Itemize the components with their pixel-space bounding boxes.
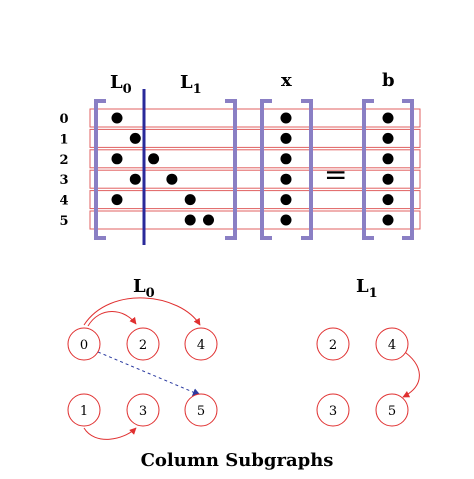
svg-text:5: 5 bbox=[197, 404, 205, 419]
row-label: 3 bbox=[59, 173, 68, 188]
svg-text:0: 0 bbox=[80, 338, 88, 353]
graph-title-l1: L1 bbox=[356, 276, 378, 301]
graph-caption: Column Subgraphs bbox=[141, 450, 334, 471]
matrix-nonzero-dot bbox=[129, 132, 141, 144]
graph-nodes: 0 2 4 1 3 5 2 4 3 5 bbox=[67, 327, 409, 427]
x-entry-dot bbox=[280, 153, 292, 165]
vector-x-entries bbox=[280, 112, 292, 226]
row-band bbox=[89, 169, 421, 189]
l0-node-4: 4 bbox=[184, 327, 218, 361]
matrix-nonzero-dot bbox=[203, 214, 214, 226]
edge-0-5-dashed bbox=[97, 351, 201, 396]
svg-text:4: 4 bbox=[197, 338, 205, 353]
b-entry-dot bbox=[382, 112, 394, 124]
row-label: 2 bbox=[59, 153, 68, 168]
l0-node-1: 1 bbox=[67, 393, 101, 427]
row-label: 0 bbox=[59, 112, 68, 127]
edge-0-2 bbox=[87, 311, 137, 327]
row-bands bbox=[89, 108, 421, 230]
matrix-nonzero-dot bbox=[111, 112, 123, 124]
matrix-nonzeros bbox=[111, 112, 214, 226]
b-entry-dot bbox=[382, 153, 394, 165]
svg-text:2: 2 bbox=[139, 338, 147, 353]
matrix-nonzero-dot bbox=[129, 173, 141, 185]
matrix-nonzero-dot bbox=[184, 214, 196, 226]
svg-text:1: 1 bbox=[80, 404, 88, 419]
row-band bbox=[89, 128, 421, 148]
svg-text:5: 5 bbox=[388, 404, 396, 419]
l0-node-3: 3 bbox=[126, 393, 160, 427]
matrix-nonzero-dot bbox=[166, 173, 178, 185]
l1-node-4: 4 bbox=[375, 327, 409, 361]
l1-node-3: 3 bbox=[316, 393, 350, 427]
svg-text:L1: L1 bbox=[356, 276, 378, 301]
b-left-bracket bbox=[362, 99, 374, 240]
row-band bbox=[89, 190, 421, 210]
graph-title-l0: L0 bbox=[133, 276, 155, 301]
l0-edges bbox=[83, 297, 201, 440]
matrix-nonzero-dot bbox=[111, 194, 123, 206]
l1-node-5: 5 bbox=[375, 393, 409, 427]
matrix-nonzero-dot bbox=[184, 194, 196, 206]
vector-b-header: b bbox=[382, 70, 395, 91]
l0-node-0: 0 bbox=[67, 327, 101, 361]
row-label: 1 bbox=[59, 132, 68, 147]
vector-x-header: x bbox=[281, 70, 292, 91]
b-entry-dot bbox=[382, 173, 394, 185]
x-right-bracket bbox=[301, 99, 313, 240]
row-band bbox=[89, 108, 421, 128]
matrix-right-bracket bbox=[225, 99, 237, 240]
x-left-bracket bbox=[260, 99, 272, 240]
x-entry-dot bbox=[280, 173, 292, 185]
x-entry-dot bbox=[280, 132, 292, 144]
matrix-nonzero-dot bbox=[111, 153, 123, 165]
svg-text:3: 3 bbox=[329, 404, 337, 419]
b-entry-dot bbox=[382, 194, 394, 206]
row-labels: 0 1 2 3 4 5 bbox=[59, 112, 68, 229]
svg-text:L0: L0 bbox=[110, 72, 132, 97]
row-label: 4 bbox=[59, 194, 68, 209]
edge-4-5 bbox=[401, 349, 420, 398]
b-right-bracket bbox=[402, 99, 414, 240]
svg-text:L1: L1 bbox=[180, 72, 202, 97]
edge-1-3 bbox=[83, 427, 137, 440]
edge-0-4 bbox=[83, 297, 201, 326]
svg-text:2: 2 bbox=[329, 338, 337, 353]
row-label: 5 bbox=[59, 214, 68, 229]
svg-text:4: 4 bbox=[388, 338, 396, 353]
row-band bbox=[89, 149, 421, 169]
equals-sign: = bbox=[324, 158, 347, 191]
matrix-header-l1: L1 bbox=[180, 72, 202, 97]
b-entry-dot bbox=[382, 214, 394, 226]
l0-node-5: 5 bbox=[184, 393, 218, 427]
b-entry-dot bbox=[382, 132, 394, 144]
svg-text:3: 3 bbox=[139, 404, 147, 419]
vector-b-entries bbox=[382, 112, 394, 226]
brackets bbox=[94, 99, 414, 240]
matrix-left-bracket bbox=[94, 99, 106, 240]
x-entry-dot bbox=[280, 194, 292, 206]
svg-text:L0: L0 bbox=[133, 276, 155, 301]
matrix-header-l0: L0 bbox=[110, 72, 132, 97]
x-entry-dot bbox=[280, 112, 292, 124]
row-band bbox=[89, 210, 421, 230]
matrix-nonzero-dot bbox=[148, 153, 160, 165]
l0-node-2: 2 bbox=[126, 327, 160, 361]
x-entry-dot bbox=[280, 214, 292, 226]
l1-node-2: 2 bbox=[316, 327, 350, 361]
